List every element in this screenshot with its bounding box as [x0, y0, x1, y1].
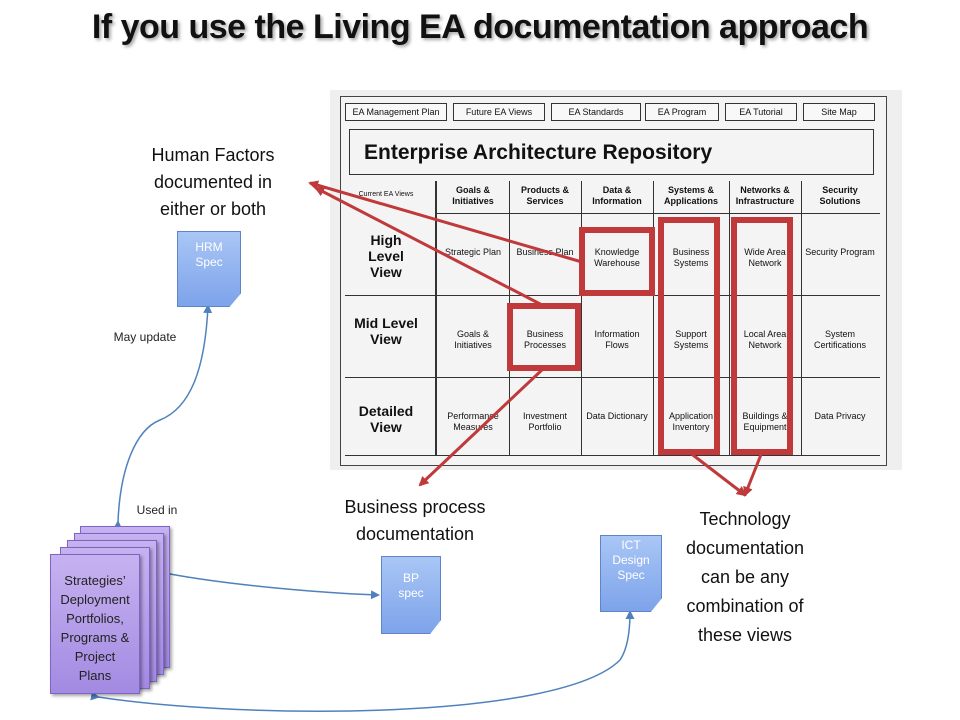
column-header: Data & Information [592, 185, 642, 206]
cell-data-dictionary: Data Dictionary [586, 411, 648, 421]
grid-line [345, 455, 880, 456]
repository-heading: Enterprise Architecture Repository [349, 129, 874, 175]
highlight-networks-column [731, 217, 793, 455]
column-header: Security Solutions [819, 185, 861, 206]
doc-label-line: Plans [78, 668, 112, 683]
slide-title: If you use the Living EA documentation a… [91, 8, 869, 46]
doc-label-line: Strategies’ [64, 573, 126, 588]
business-process-callout: Business process documentation [320, 494, 510, 548]
highlight-systems-column [658, 217, 720, 455]
cell-security-program: Security Program [805, 247, 875, 257]
cell-business-systems: Business Systems [672, 247, 710, 268]
tab-future-ea-views[interactable]: Future EA Views [453, 103, 545, 121]
arrow-to-human-factors [314, 186, 545, 308]
doc-label-line: Design [612, 553, 650, 567]
tab-ea-program[interactable]: EA Program [645, 103, 719, 121]
corner-label: Current EA Views [358, 191, 414, 198]
repository-tabs: EA Management Plan Future EA Views EA St… [345, 103, 881, 123]
used-in-label: Used in [136, 503, 178, 517]
callout-line: documentation [355, 524, 475, 544]
cell-buildings-equipment: Buildings & Equipment [742, 411, 788, 432]
column-header: Networks & Infrastructure [735, 185, 795, 206]
callout-line: either or both [159, 199, 267, 219]
tab-site-map[interactable]: Site Map [803, 103, 875, 121]
grid-line [345, 377, 880, 378]
ea-repository-image: EA Management Plan Future EA Views EA St… [330, 90, 902, 470]
doc-label-line: BP [402, 571, 419, 585]
column-header: Systems & Applications [663, 185, 718, 206]
connector-hrm-strategies [113, 304, 213, 530]
column-header: Products & Services [520, 185, 569, 206]
grid-line [801, 181, 802, 456]
cell-local-area-network: Local Area Network [743, 329, 787, 350]
cell-data-privacy: Data Privacy [814, 411, 866, 421]
tab-ea-standards[interactable]: EA Standards [551, 103, 641, 121]
human-factors-callout: Human Factors documented in either or bo… [128, 142, 298, 223]
tab-ea-tutorial[interactable]: EA Tutorial [725, 103, 797, 121]
callout-line: Technology [699, 509, 791, 529]
ict-design-spec-document[interactable]: ICT Design Spec [600, 535, 662, 612]
grid-line [729, 181, 730, 456]
hrm-spec-document[interactable]: HRM Spec [177, 231, 241, 307]
grid-line [435, 181, 437, 456]
doc-label-line: Deployment [60, 592, 130, 607]
cell-knowledge-warehouse: Knowledge Warehouse [594, 247, 640, 268]
bp-spec-document[interactable]: BP spec [381, 556, 441, 634]
column-header: Goals & Initiatives [452, 185, 494, 206]
doc-label-line: HRM [195, 240, 223, 254]
cell-wide-area-network: Wide Area Network [744, 247, 786, 268]
row-header-mid: Mid Level View [354, 315, 418, 347]
arrow-to-technology [688, 450, 747, 497]
doc-label-line: Spec [195, 255, 223, 269]
tab-ea-management-plan[interactable]: EA Management Plan [345, 103, 447, 121]
callout-line: documentation [685, 538, 805, 558]
grid-line [435, 213, 880, 214]
arrow-to-technology [743, 451, 764, 497]
row-header-detailed: Detailed View [358, 403, 414, 435]
doc-label-line: Project [74, 649, 116, 664]
connector-bp-strategies [162, 568, 380, 600]
cell-goals-initiatives: Goals & Initiatives [454, 329, 492, 350]
row-header-high: High Level View [368, 232, 404, 280]
cell-support-systems: Support Systems [673, 329, 709, 350]
may-update-label: May update [113, 330, 177, 344]
doc-label-line: Programs & [60, 630, 130, 645]
cell-performance-measures: Performance Measures [447, 411, 499, 432]
arrow-to-business-process [418, 366, 546, 487]
grid-line [581, 181, 582, 456]
repository-frame: EA Management Plan Future EA Views EA St… [340, 96, 887, 466]
connector-ict-strategies [90, 610, 635, 712]
highlight-knowledge-warehouse [579, 227, 655, 296]
cell-investment-portfolio: Investment Portfolio [522, 411, 568, 432]
grid-line [653, 181, 654, 456]
doc-label-line: Portfolios, [66, 611, 124, 626]
cell-strategic-plan: Strategic Plan [444, 247, 502, 257]
callout-line: can be any [700, 567, 790, 587]
cell-application-inventory: Application Inventory [668, 411, 714, 432]
highlight-business-processes [507, 303, 581, 371]
doc-label-line: ICT [621, 538, 641, 552]
technology-callout: Technology documentation can be any comb… [660, 505, 830, 650]
callout-line: Human Factors [151, 145, 275, 165]
doc-label-line: Spec [617, 568, 645, 582]
cell-system-certifications: System Certifications [813, 329, 867, 350]
cell-information-flows: Information Flows [594, 329, 640, 350]
arrow-to-human-factors [308, 180, 583, 264]
callout-line: documented in [153, 172, 273, 192]
strategies-plans-document[interactable]: Strategies’ Deployment Portfolios, Progr… [50, 554, 140, 694]
cell-business-processes: Business Processes [523, 329, 567, 350]
callout-line: these views [697, 625, 793, 645]
callout-line: Business process [344, 497, 486, 517]
callout-line: combination of [686, 596, 804, 616]
doc-label-line: spec [398, 586, 424, 600]
